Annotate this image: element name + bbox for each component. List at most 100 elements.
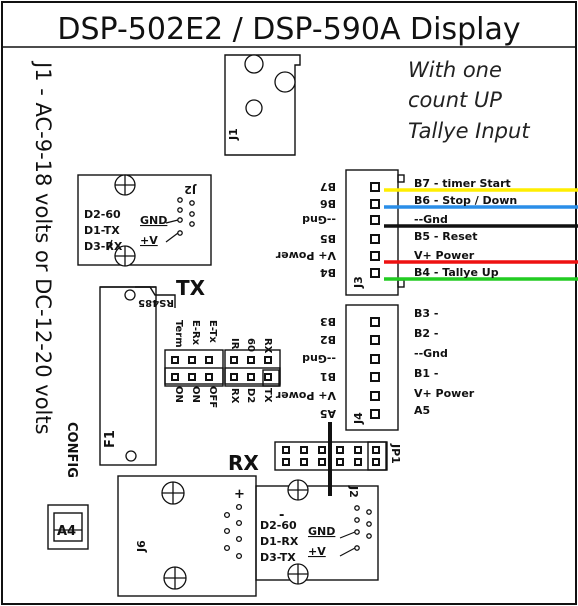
a4-button[interactable]: A4 xyxy=(47,504,89,550)
j4-output-label-2: --Gnd xyxy=(414,347,448,360)
rs485-erx-state: ON xyxy=(190,386,201,403)
j4-pin-1 xyxy=(370,335,380,345)
jp1-header: JP1 xyxy=(274,441,402,471)
rs485-pin-top-2 xyxy=(205,356,213,364)
j2-lower-d2: D2-60 xyxy=(260,519,297,532)
j2-upper-gnd: GND xyxy=(140,214,167,227)
j3-pin-label-5: B4 xyxy=(320,266,336,279)
j4-pin-0 xyxy=(370,317,380,327)
mode-pin-bot-2 xyxy=(264,373,272,381)
jp1-label: JP1 xyxy=(389,443,402,464)
rx-label: RX xyxy=(228,451,259,475)
j1-label: J1 xyxy=(227,128,240,141)
j3-wire-label-3: B5 - Reset xyxy=(414,230,477,243)
mode-d2-state: D2 xyxy=(245,388,256,403)
jp1-pin-bot-5 xyxy=(372,458,380,466)
j3-pin-label-1: B6 xyxy=(320,197,336,210)
jp1-pin-top-0 xyxy=(282,446,290,454)
j4-output-label-3: B1 - xyxy=(414,367,438,380)
j3-wire-label-4: V+ Power xyxy=(414,249,475,262)
j6-pin-4 xyxy=(223,511,231,519)
j6-pin-5 xyxy=(223,527,231,535)
j2-upper-d1: D1-TX xyxy=(84,224,120,237)
note-line-2: count UP xyxy=(408,88,502,112)
rs485-term-label: Term xyxy=(173,320,184,348)
mode-ir-label: IR xyxy=(229,338,240,350)
mode-60-label: 60 xyxy=(245,338,256,352)
jp1-pin-top-1 xyxy=(300,446,308,454)
rs485-term-state: ON xyxy=(173,386,184,403)
j2-upper-vplus: +V xyxy=(140,234,158,247)
j3-pin-2 xyxy=(370,215,380,225)
j4-pin-label-0: B3 xyxy=(320,315,336,328)
jp1-pin-bot-0 xyxy=(282,458,290,466)
f1-label: F1 xyxy=(103,430,118,448)
j4-pin-label-2: --Gnd xyxy=(302,352,336,365)
jp1-pin-top-2 xyxy=(318,446,326,454)
rs485-pin-bot-1 xyxy=(188,373,196,381)
mode-rx-label: RX xyxy=(262,338,273,354)
j3-pin-4 xyxy=(370,251,380,261)
mode-pin-top-1 xyxy=(247,356,255,364)
j4-pin-3 xyxy=(370,372,380,382)
j3-pin-3 xyxy=(370,234,380,244)
j6-pin-3 xyxy=(235,552,243,560)
j2-upper-module: J2 D2-60 D1-TX D3-RX GND +V xyxy=(77,174,212,267)
j2-lower-gnd: GND xyxy=(308,525,335,538)
j4-output-label-5: A5 xyxy=(414,404,430,417)
mode-pin-bot-1 xyxy=(247,373,255,381)
j2-lower-label: J2 xyxy=(347,485,360,498)
j3-wire-label-5: B4 - Tallye Up xyxy=(414,266,499,279)
j2-upper-label: J2 xyxy=(184,183,197,196)
j4-label: J4 xyxy=(352,412,365,425)
j6-pin-6 xyxy=(223,544,231,552)
power-side-label: J1 - AC-9-18 volts or DC-12-20 volts xyxy=(31,60,55,435)
j3-pin-label-4: V+ Power xyxy=(275,249,336,262)
jp1-pin-top-4 xyxy=(354,446,362,454)
j3-pin-squares xyxy=(370,182,380,278)
jp1-pins xyxy=(282,446,380,466)
rs485-erx-label: E-Rx xyxy=(190,320,201,346)
mode-pin-bot-0 xyxy=(230,373,238,381)
rs485-pin-top-1 xyxy=(188,356,196,364)
mode-tx-state: TX xyxy=(262,388,273,403)
j6-pin-0 xyxy=(235,503,243,511)
f1-fuse-block: F1 xyxy=(99,286,176,466)
j6-pin-1 xyxy=(235,519,243,527)
j4-pin-5 xyxy=(370,409,380,419)
j3-pin-0 xyxy=(370,182,380,192)
j4-output-label-1: B2 - xyxy=(414,327,438,340)
jumper-pin-grid xyxy=(171,356,272,381)
j2-lower-d3: D3-TX xyxy=(260,551,296,564)
mode-rx-state: RX xyxy=(229,388,240,404)
rs485-label: RS485 xyxy=(138,297,174,308)
j3-pin-5 xyxy=(370,268,380,278)
j3-label: J3 xyxy=(352,276,365,289)
rs485-pin-top-0 xyxy=(171,356,179,364)
j3-wire-label-1: B6 - Stop / Down xyxy=(414,194,517,207)
j4-pin-4 xyxy=(370,391,380,401)
j6-label: J6 xyxy=(135,540,148,553)
diagram-title: DSP-502E2 / DSP-590A Display xyxy=(57,12,520,47)
j3-pin-label-0: B7 xyxy=(320,180,336,193)
jp1-pin-bot-3 xyxy=(336,458,344,466)
jp1-pin-bot-1 xyxy=(300,458,308,466)
mode-pin-top-0 xyxy=(230,356,238,364)
j6-plus-label: + xyxy=(234,487,245,502)
j4-pin-label-3: B1 xyxy=(320,370,336,383)
rs485-etx-label: E-Tx xyxy=(207,320,218,343)
j3-pin-1 xyxy=(370,199,380,209)
j3-wire-label-2: --Gnd xyxy=(414,213,448,226)
note-line-3: Tallye Input xyxy=(408,119,530,143)
j4-pin-2 xyxy=(370,354,380,364)
jp1-pin-bot-2 xyxy=(318,458,326,466)
j4-pin-squares xyxy=(370,317,380,419)
